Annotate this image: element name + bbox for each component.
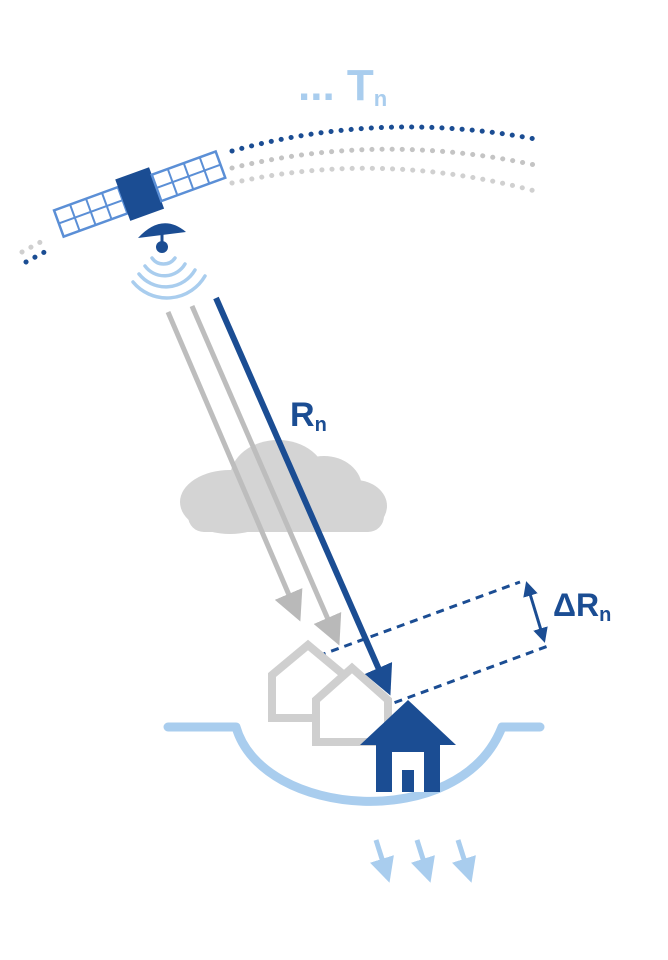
delta-range-label: ΔRn bbox=[553, 587, 611, 626]
signal-ray-previous-1 bbox=[165, 311, 303, 622]
signal-ray-previous-2 bbox=[189, 305, 342, 646]
orbit-tracks bbox=[19, 124, 538, 265]
orbit-track-tail-navy bbox=[23, 245, 55, 265]
cloud-icon bbox=[180, 440, 387, 534]
subsidence-arrow-2 bbox=[411, 839, 435, 883]
subsidence-arrows bbox=[370, 839, 476, 883]
orbit-track-previous-2 bbox=[229, 146, 538, 171]
range-label: Rn bbox=[290, 396, 327, 436]
subsidence-arrow-1 bbox=[370, 839, 394, 883]
signal-waves-icon bbox=[131, 256, 207, 300]
subsidence-arrow-3 bbox=[452, 839, 476, 883]
satellite-icon bbox=[52, 149, 227, 253]
previous-signal-rays bbox=[165, 305, 342, 646]
orbit-track-previous-1 bbox=[229, 165, 538, 194]
range-ray-current bbox=[213, 296, 393, 696]
house-current-icon bbox=[360, 700, 456, 792]
satellite-body bbox=[115, 167, 165, 221]
delta-range-arrow bbox=[523, 581, 548, 643]
ground-subsidence-bowl bbox=[163, 722, 545, 806]
delta-range-dashes bbox=[317, 580, 549, 724]
orbit-track-current bbox=[229, 124, 538, 154]
orbit-time-label: ... Tn bbox=[298, 61, 387, 111]
